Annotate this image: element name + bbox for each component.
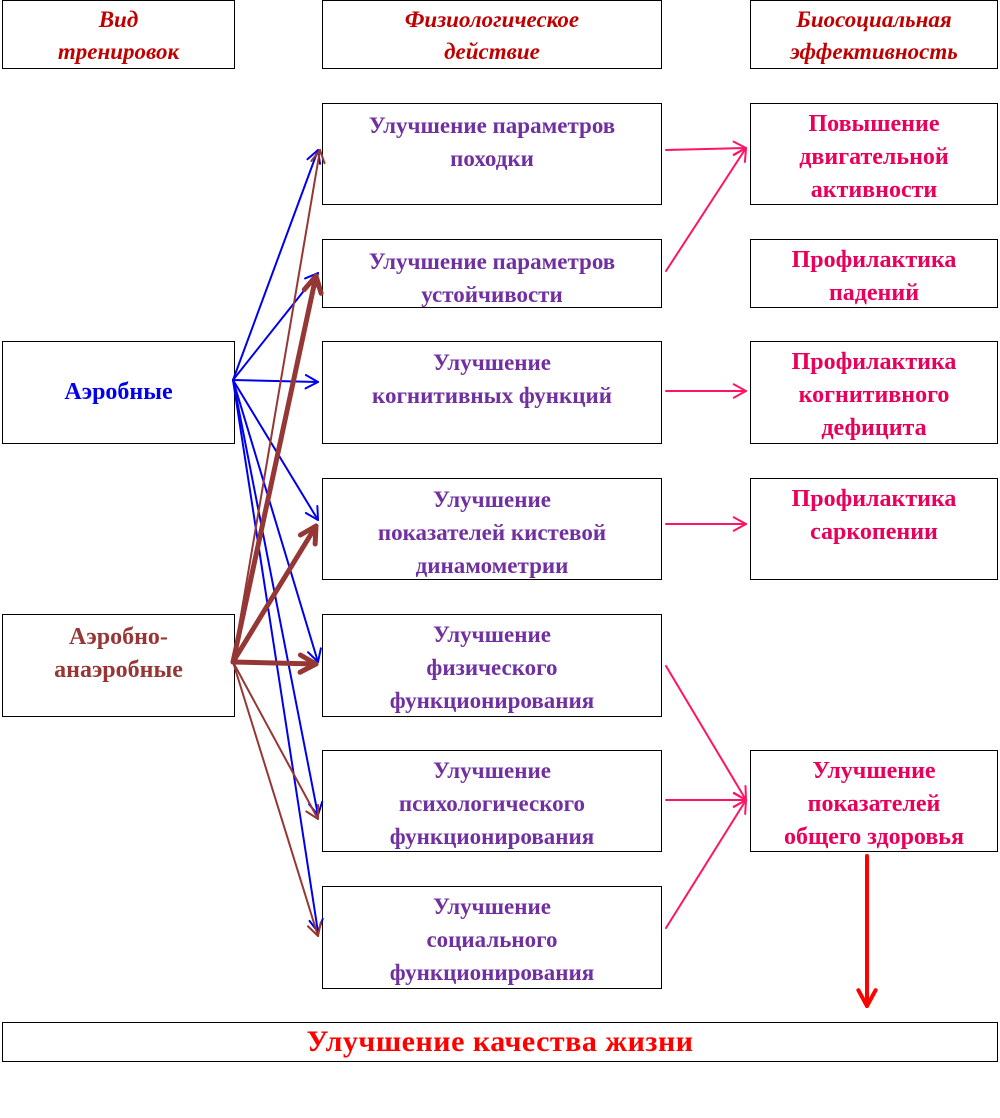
header-physiological-effect: Физиологическое действие xyxy=(322,0,662,69)
final-quality-of-life: Улучшение качества жизни xyxy=(2,1022,998,1062)
effect-stability-label: Улучшение параметров устойчивости xyxy=(368,249,616,307)
arrow-effect-1-to-outcome-0 xyxy=(665,147,747,272)
outcome-motor-activity-label: Повышение двигательной активности xyxy=(799,111,949,203)
arrow-aerobic-to-effect-6 xyxy=(232,379,324,933)
effect-social-functioning-label: Улучшение социального функционирования xyxy=(389,894,595,985)
effect-gait: Улучшение параметров походки xyxy=(322,103,662,205)
arrow-effect-3-to-outcome-3 xyxy=(665,516,747,532)
outcome-sarcopenia-prevention-label: Профилактика саркопении xyxy=(791,486,957,545)
arrow-effect-0-to-outcome-0 xyxy=(665,140,747,157)
header-biosocial-efficiency-label: Биосоциальная эффективность xyxy=(790,7,958,64)
effect-physical-functioning-label: Улучшение физического функционирования xyxy=(389,622,595,713)
outcome-fall-prevention: Профилактика падений xyxy=(750,239,998,308)
arrow-aerobic-anaerobic-strong-to-effect-1 xyxy=(230,273,324,665)
header-biosocial-efficiency: Биосоциальная эффективность xyxy=(750,0,998,69)
arrow-aerobic-to-effect-0 xyxy=(232,149,322,381)
header-training-type-label: Вид тренировок xyxy=(57,7,180,64)
arrow-general-health-to-quality-of-life xyxy=(856,854,878,1008)
arrow-aerobic-anaerobic-strong-to-effect-3 xyxy=(230,523,319,665)
outcome-general-health: Улучшение показателей общего здоровья xyxy=(750,750,998,852)
arrow-aerobic-to-effect-2 xyxy=(232,374,319,390)
header-training-type: Вид тренировок xyxy=(2,0,235,69)
arrow-aerobic-to-effect-1 xyxy=(232,272,319,381)
arrow-aerobic-anaerobic-strong-to-effect-4 xyxy=(230,652,319,675)
effect-psychological-functioning: Улучшение психологического функционирова… xyxy=(322,750,662,852)
training-aerobic-anaerobic-label: Аэробно- анаэробные xyxy=(54,624,183,683)
outcome-sarcopenia-prevention: Профилактика саркопении xyxy=(750,478,998,580)
effect-cognitive-label: Улучшение когнитивных функций xyxy=(372,350,612,408)
training-aerobic: Аэробные xyxy=(2,341,235,444)
outcome-cognitive-deficit-prevention: Профилактика когнитивного дефицита xyxy=(750,341,998,444)
final-quality-of-life-label: Улучшение качества жизни xyxy=(306,1025,694,1058)
arrow-aerobic-anaerobic-to-effect-5 xyxy=(232,661,320,820)
outcome-fall-prevention-label: Профилактика падений xyxy=(791,247,957,306)
effect-cognitive: Улучшение когнитивных функций xyxy=(322,341,662,444)
arrow-aerobic-anaerobic-to-effect-0 xyxy=(232,149,326,663)
arrow-aerobic-to-effect-3 xyxy=(232,379,319,521)
arrow-effect-5-to-outcome-4 xyxy=(665,792,747,808)
arrow-aerobic-to-effect-4 xyxy=(232,379,322,663)
effect-stability: Улучшение параметров устойчивости xyxy=(322,239,662,308)
effect-hand-dynamometry-label: Улучшение показателей кистевой динамомет… xyxy=(377,487,607,578)
effect-gait-label: Улучшение параметров походки xyxy=(368,113,616,171)
arrow-aerobic-to-effect-5 xyxy=(232,379,324,816)
header-physiological-effect-label: Физиологическое действие xyxy=(404,7,580,64)
training-aerobic-anaerobic: Аэробно- анаэробные xyxy=(2,614,235,717)
arrow-effect-2-to-outcome-2 xyxy=(665,383,747,399)
arrow-aerobic-anaerobic-to-effect-6 xyxy=(232,661,322,937)
training-aerobic-label: Аэробные xyxy=(64,379,173,405)
outcome-motor-activity: Повышение двигательной активности xyxy=(750,103,998,205)
outcome-cognitive-deficit-prevention-label: Профилактика когнитивного дефицита xyxy=(791,349,957,441)
effect-hand-dynamometry: Улучшение показателей кистевой динамомет… xyxy=(322,478,662,580)
arrow-effect-4-to-outcome-4 xyxy=(665,665,747,801)
effect-social-functioning: Улучшение социального функционирования xyxy=(322,886,662,989)
arrow-effect-6-to-outcome-4 xyxy=(665,799,747,929)
effect-psychological-functioning-label: Улучшение психологического функционирова… xyxy=(389,758,595,849)
effect-physical-functioning: Улучшение физического функционирования xyxy=(322,614,662,717)
outcome-general-health-label: Улучшение показателей общего здоровья xyxy=(784,758,964,850)
